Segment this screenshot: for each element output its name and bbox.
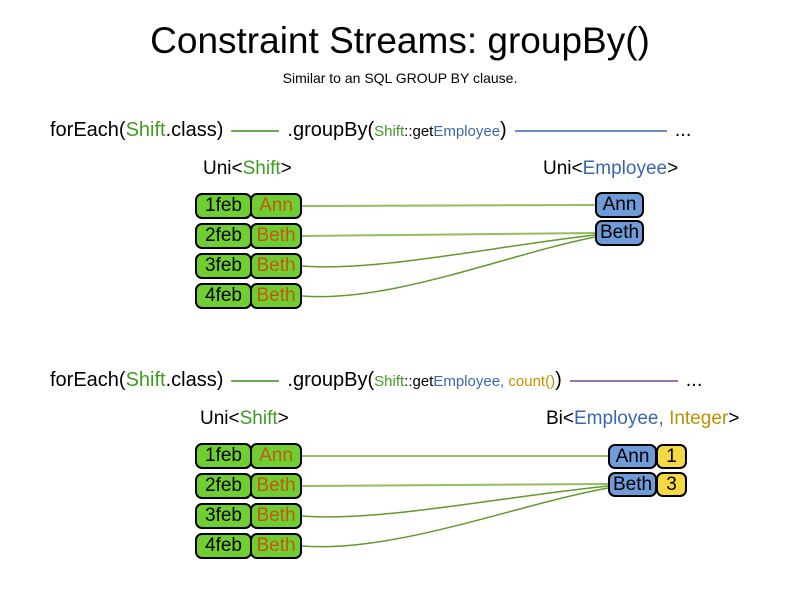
- code1-groupby: .groupBy(: [287, 119, 375, 141]
- code1-ellipsis: ...: [674, 119, 692, 141]
- stream-line-blue-1: [514, 129, 667, 132]
- employee-group-box: Ann: [608, 444, 657, 469]
- code2-foreach-type: Shift: [125, 369, 166, 391]
- wire-s1-row3-beth: [301, 234, 596, 268]
- shift-date-box: 4feb: [195, 533, 252, 559]
- label-type: Employee: [582, 158, 668, 179]
- code1-arg-type: Shift: [374, 123, 405, 140]
- label-post: >: [277, 408, 289, 429]
- code1-arg-accessor: ::get: [404, 123, 434, 140]
- stream-line-purple-2: [569, 379, 678, 382]
- uni-shift-label-2: Uni<Shift>: [200, 408, 289, 430]
- code2-groupby: .groupBy(: [287, 369, 375, 391]
- count-box: 1: [656, 444, 687, 469]
- label-type1: Employee: [574, 408, 659, 429]
- shift-employee-box: Ann: [250, 443, 302, 469]
- shift-employee-box: Beth: [250, 473, 302, 499]
- stream-line-green-2: [231, 379, 280, 382]
- uni-shift-label-1: Uni<Shift>: [203, 158, 292, 180]
- code2-ellipsis: ...: [685, 369, 703, 391]
- stream-line-green-1: [231, 129, 280, 132]
- shift-date-box: 1feb: [195, 193, 252, 219]
- code1-arg-prop: Employee: [433, 123, 501, 140]
- code2-arg-type: Shift: [374, 373, 405, 390]
- employee-group-box: Beth: [608, 472, 657, 497]
- code2-foreach-close: .class): [165, 369, 224, 391]
- label-post: >: [728, 408, 740, 429]
- wire-s2-row4-beth: [301, 487, 609, 548]
- label-type: Shift: [242, 158, 281, 179]
- uni-employee-label: Uni<Employee>: [543, 158, 678, 180]
- label-pre: Bi<: [546, 408, 574, 429]
- code-line-1: forEach( Shift .class) .groupBy( Shift :…: [50, 119, 691, 142]
- shift-employee-box: Beth: [250, 503, 302, 529]
- code2-arg-prop: Employee: [433, 373, 501, 390]
- label-post: >: [280, 158, 292, 179]
- wire-s2-row3-beth: [301, 485, 609, 518]
- shift-employee-box: Beth: [250, 283, 302, 309]
- code-line-2: forEach( Shift .class) .groupBy( Shift :…: [50, 369, 702, 392]
- code1-foreach-type: Shift: [125, 119, 166, 141]
- wire-s2-row2-beth: [301, 483, 609, 487]
- shift-date-box: 1feb: [195, 443, 252, 469]
- label-separator: ,: [658, 408, 670, 429]
- code2-foreach: forEach(: [50, 369, 126, 391]
- shift-employee-box: Ann: [250, 193, 302, 219]
- code1-foreach-close: .class): [165, 119, 224, 141]
- code2-arg-separator: ,: [500, 373, 509, 390]
- shift-date-box: 4feb: [195, 283, 252, 309]
- code2-groupby-close: ): [555, 369, 562, 391]
- label-type2: Integer: [669, 408, 729, 429]
- label-post: >: [667, 158, 679, 179]
- label-type: Shift: [239, 408, 278, 429]
- shift-date-box: 2feb: [195, 473, 252, 499]
- shift-employee-box: Beth: [250, 253, 302, 279]
- code2-arg-accessor: ::get: [404, 373, 434, 390]
- wire-s1-row1-ann: [301, 204, 596, 207]
- code1-groupby-close: ): [500, 119, 507, 141]
- code2-arg-collector: count(): [508, 373, 556, 390]
- shift-employee-box: Beth: [250, 223, 302, 249]
- wire-s1-row4-beth: [301, 236, 596, 298]
- count-box: 3: [656, 472, 687, 497]
- shift-date-box: 2feb: [195, 223, 252, 249]
- label-pre: Uni<: [200, 408, 240, 429]
- label-pre: Uni<: [203, 158, 243, 179]
- shift-employee-box: Beth: [250, 533, 302, 559]
- employee-group-box: Ann: [595, 192, 644, 218]
- shift-date-box: 3feb: [195, 253, 252, 279]
- employee-group-box: Beth: [595, 220, 644, 246]
- label-pre: Uni<: [543, 158, 583, 179]
- slide-title: Constraint Streams: groupBy(): [150, 20, 650, 61]
- wire-s1-row2-beth: [301, 232, 596, 237]
- bi-employee-integer-label: Bi<Employee, Integer>: [546, 408, 739, 430]
- shift-date-box: 3feb: [195, 503, 252, 529]
- slide-subtitle: Similar to an SQL GROUP BY clause.: [282, 70, 518, 86]
- code1-foreach: forEach(: [50, 119, 126, 141]
